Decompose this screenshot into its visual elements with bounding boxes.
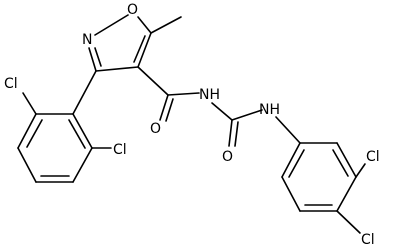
chlorine-right-lower-label: Cl	[361, 232, 375, 248]
bond-nh-aryl	[275, 116, 301, 144]
urea-nh-label: NH	[259, 102, 280, 118]
bond-c4-carbonyl	[137, 66, 169, 96]
bond-l2-l3	[17, 113, 37, 149]
bond-carbonyl1-o	[159, 94, 169, 121]
isoxazole-ring	[88, 14, 182, 72]
bond-l5-l6	[72, 147, 93, 183]
acyl-urea-chain	[137, 66, 301, 147]
amide-nh-label: NH	[199, 87, 220, 103]
bond-r6-r1	[281, 142, 301, 178]
bond-o1-c5	[137, 16, 152, 34]
bond-c4-c3	[95, 66, 139, 72]
bond-c3-aryl	[72, 70, 97, 115]
bond-r2-r3	[336, 142, 357, 178]
bond-l6-l1	[72, 113, 93, 149]
bond-l6-l1-inner	[68, 119, 86, 149]
bond-c3-n2	[88, 47, 97, 72]
bond-l2-l3-inner	[26, 119, 43, 148]
ring-nitrogen-label: N	[82, 32, 92, 48]
bond-n2-o1	[94, 14, 129, 36]
bond-r5-r6	[281, 176, 301, 212]
bond-carbonyl2-o-inner	[234, 121, 239, 147]
bond-r3-r4	[336, 176, 357, 212]
chlorine-right-upper-label: Cl	[366, 149, 380, 165]
bond-r2-r3-inner	[332, 149, 349, 177]
bond-l3-l4	[17, 147, 37, 183]
carbonyl-oxygen-1-label: O	[150, 121, 161, 137]
bond-carbonyl1-nh	[167, 92, 200, 96]
bond-nh-carbonyl2	[211, 102, 233, 121]
ring-oxygen-label: O	[127, 2, 138, 18]
bond-carbonyl1-o-inner	[165, 98, 174, 122]
left-dichlorophenyl-ring	[17, 70, 112, 183]
chlorine-bottom-left-label: Cl	[113, 142, 127, 158]
chlorine-top-left-label: Cl	[4, 76, 18, 92]
bond-r3-cl	[355, 163, 366, 178]
bond-r4-cl	[336, 210, 361, 234]
bond-l2-cl	[22, 92, 37, 115]
carbonyl-oxygen-2-label: O	[222, 149, 233, 165]
bond-c5-methyl	[150, 16, 182, 34]
bond-r6-r1-inner	[288, 149, 305, 178]
bond-carbonyl2-o	[228, 119, 233, 147]
right-dichlorophenyl-ring	[281, 142, 366, 234]
bond-carbonyl2-nh	[231, 109, 263, 121]
bond-c5-c4	[137, 32, 152, 68]
atom-labels: O N O NH O NH Cl Cl Cl Cl	[4, 2, 380, 248]
bond-c3-n2-inner	[94, 47, 102, 67]
bond-c5-c4-inner	[133, 35, 146, 63]
